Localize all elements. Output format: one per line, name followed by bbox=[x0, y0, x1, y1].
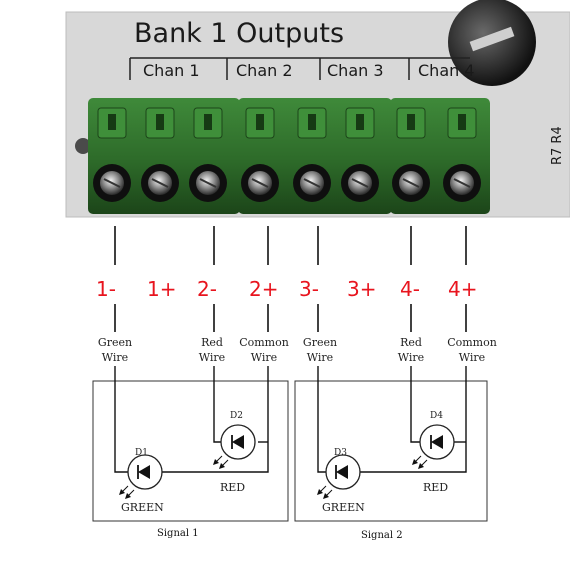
wire-label-6-line2: Wire bbox=[459, 351, 485, 364]
wire-labels: Green Wire Red Wire Common Wire Green Wi… bbox=[98, 336, 497, 364]
led-d3-icon bbox=[317, 454, 361, 499]
screw-slot bbox=[303, 178, 321, 188]
wire-label-4-line2: Wire bbox=[307, 351, 333, 364]
panel-title: Bank 1 Outputs bbox=[134, 18, 344, 49]
signal-1-green-label: GREEN bbox=[121, 501, 164, 514]
signal-1-circuit: D1 D2 GREEN RED Signal 1 bbox=[92, 366, 289, 539]
screw-slot bbox=[151, 178, 169, 188]
signal-2-circuit: D3 D4 GREEN RED Signal 2 bbox=[294, 366, 488, 541]
pin-label-4-minus: 4- bbox=[400, 277, 420, 301]
terminal-slot-opening bbox=[204, 114, 212, 130]
channel-label-1: Chan 1 bbox=[143, 61, 200, 80]
screw-slot bbox=[453, 178, 471, 188]
terminal-slot-opening bbox=[156, 114, 164, 130]
screw-slot bbox=[351, 178, 369, 188]
side-label: R7 R4 bbox=[550, 126, 565, 165]
pin-label-2-plus: 2+ bbox=[249, 277, 278, 301]
terminal-slot-opening bbox=[256, 114, 264, 130]
signal-1-caption: Signal 1 bbox=[157, 528, 199, 539]
led-d1-icon bbox=[119, 454, 163, 499]
screw-slot bbox=[103, 178, 121, 188]
channel-label-strip: Chan 1 Chan 2 Chan 3 Chan 4 bbox=[129, 57, 475, 80]
device-photo: Bank 1 Outputs Chan 1 Chan 2 Chan 3 Chan… bbox=[65, 0, 570, 218]
wire-label-1-line1: Green bbox=[98, 336, 132, 349]
wire-label-1-line2: Wire bbox=[102, 351, 128, 364]
d3-label: D3 bbox=[334, 448, 347, 458]
wire-label-2-line2: Wire bbox=[199, 351, 225, 364]
wire-label-3-line1: Common bbox=[239, 336, 289, 349]
mount-screw-icon bbox=[75, 138, 91, 154]
channel-label-4: Chan 4 bbox=[418, 61, 475, 80]
terminal-slot-opening bbox=[308, 114, 316, 130]
wire-label-2-line1: Red bbox=[201, 336, 223, 349]
led-d2-icon bbox=[213, 424, 256, 469]
d1-label: D1 bbox=[135, 448, 148, 458]
d4-label: D4 bbox=[430, 411, 443, 421]
wire-label-4-line1: Green bbox=[303, 336, 337, 349]
pin-label-3-plus: 3+ bbox=[347, 277, 376, 301]
wire-label-3-line2: Wire bbox=[251, 351, 277, 364]
signal-2-box bbox=[294, 380, 488, 522]
signal-2-caption: Signal 2 bbox=[361, 530, 403, 541]
screw-slot bbox=[251, 178, 269, 188]
terminal-screws bbox=[93, 164, 481, 202]
terminal-slot-opening bbox=[356, 114, 364, 130]
pin-label-1-plus: 1+ bbox=[147, 277, 176, 301]
terminal-slot-opening bbox=[407, 114, 415, 130]
pin-labels: 1- 1+ 2- 2+ 3- 3+ 4- 4+ bbox=[96, 277, 477, 301]
wire-leads bbox=[114, 226, 467, 332]
wire-label-5-line2: Wire bbox=[398, 351, 424, 364]
screw-slot bbox=[199, 178, 217, 188]
signal-1-red-label: RED bbox=[220, 481, 245, 494]
d2-label: D2 bbox=[230, 411, 243, 421]
terminal-slot-opening bbox=[458, 114, 466, 130]
signal-2-green-label: GREEN bbox=[322, 501, 365, 514]
screw-slot bbox=[402, 178, 420, 188]
pin-label-3-minus: 3- bbox=[299, 277, 319, 301]
signal-1-box bbox=[92, 380, 289, 522]
terminal-top-slots bbox=[97, 107, 477, 139]
pin-label-2-minus: 2- bbox=[197, 277, 217, 301]
pin-label-4-plus: 4+ bbox=[448, 277, 477, 301]
pin-label-1-minus: 1- bbox=[96, 277, 116, 301]
channel-label-3: Chan 3 bbox=[327, 61, 384, 80]
wire-label-5-line1: Red bbox=[400, 336, 422, 349]
led-d4-icon bbox=[412, 424, 455, 469]
wire-label-6-line1: Common bbox=[447, 336, 497, 349]
channel-label-2: Chan 2 bbox=[236, 61, 293, 80]
terminal-slot-opening bbox=[108, 114, 116, 130]
signal-2-red-label: RED bbox=[423, 481, 448, 494]
